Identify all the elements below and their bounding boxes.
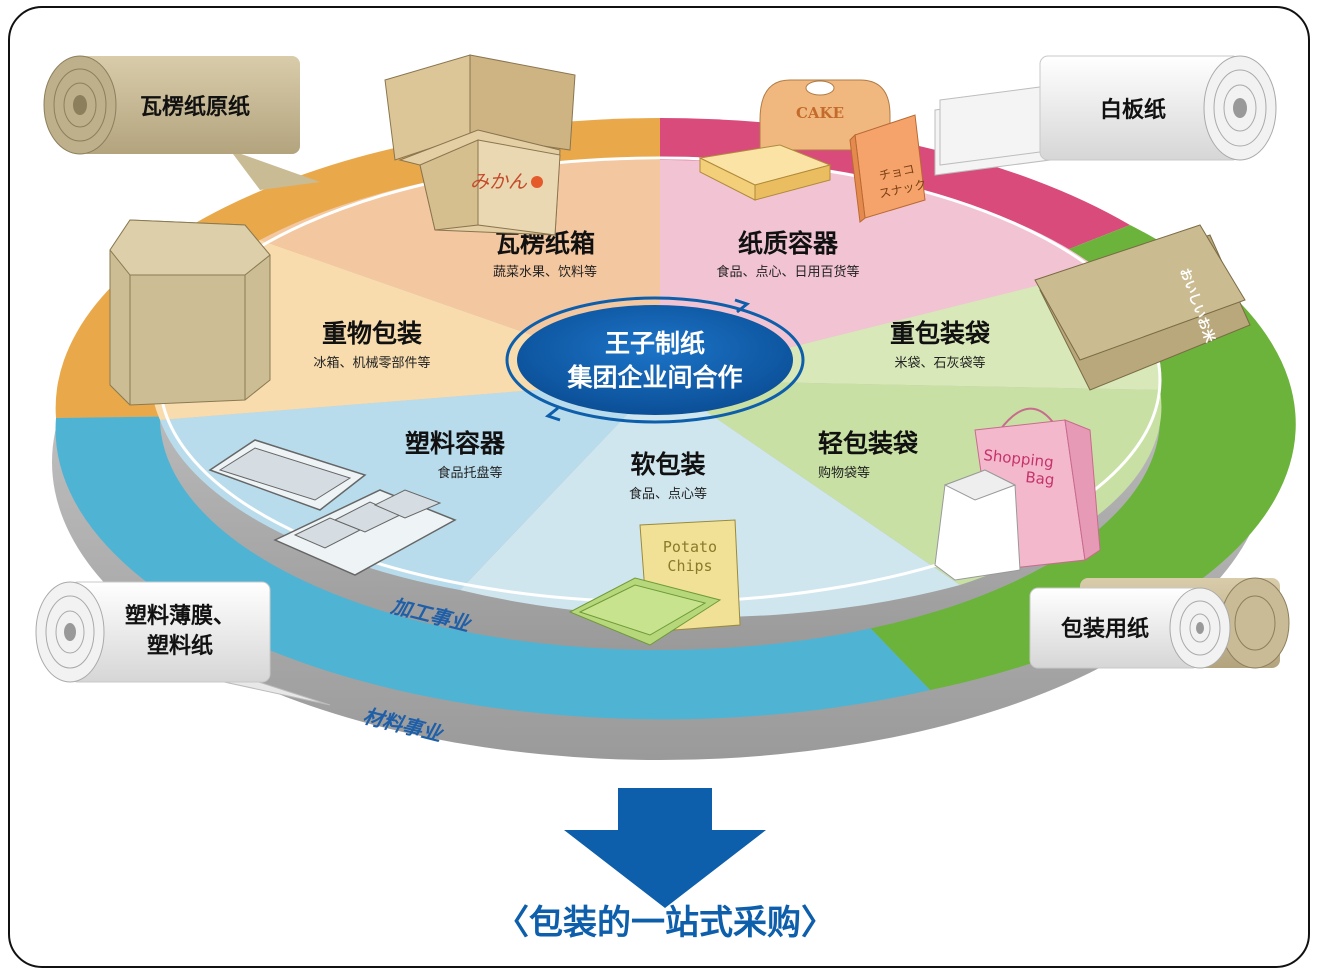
segment-subtitle: 食品、点心等 [629,486,707,502]
segment-title: 重物包装 [322,319,422,348]
center-badge: 王子制纸 集团企业间合作 [505,296,805,424]
material-label: 塑料纸 [147,633,213,659]
material-label: 瓦楞纸原纸 [140,94,250,120]
center-line1: 王子制纸 [605,329,705,358]
segment-flexible [460,380,960,618]
chips-text: Chips [667,557,712,575]
cake-box-illustration: CAKE チョコ スナック [698,79,928,223]
segment-title: 纸质容器 [738,229,839,258]
shopping-bag-text: Bag [1025,468,1056,489]
roll-wrapping-paper: 包装用纸 [1029,577,1290,669]
roll-plastic-film: 塑料薄膜、 塑料纸 [35,581,331,706]
segment-subtitle: 购物袋等 [818,465,870,481]
segment-title: 重包装袋 [890,319,991,348]
arrow-icon [734,298,751,314]
material-label: 塑料薄膜、 [125,604,235,629]
material-label: 包装用纸 [1061,616,1149,642]
segment-title: 软包装 [630,450,705,479]
material-label: 白板纸 [1100,97,1166,123]
center-line2: 集团企业间合作 [566,363,742,392]
segment-subtitle: 食品托盘等 [437,465,502,481]
segment-title: 塑料容器 [405,429,506,458]
roll-white-board: 白板纸 [934,55,1277,176]
segment-subtitle: 冰箱、机械零部件等 [313,355,430,371]
shopping-bag-illustration: Shopping Bag [934,407,1101,581]
rice-bag-illustration: おいしいお米 [1034,224,1251,391]
heavy-package-illustration [109,219,271,406]
segment-subtitle: 蔬菜水果、饮料等 [493,264,597,280]
cake-text: CAKE [796,104,844,122]
orange-icon [531,176,543,188]
roll-corrugated-base: 瓦楞纸原纸 [43,55,320,190]
segment-paper-container [660,159,1100,380]
box-text: みかん [470,171,528,193]
arrow-icon [544,406,561,422]
segment-subtitle: 食品、点心、日用百货等 [716,264,859,280]
plastic-tray-illustration [208,439,457,576]
corrugated-box-illustration: みかん [384,54,576,236]
bottom-title: 〈包装的一站式采购〉 [495,903,835,943]
chips-text: Potato [663,538,717,556]
segment-plastic-container [160,380,660,590]
segment-title: 轻包装袋 [818,429,919,458]
chips-bag-illustration: Potato Chips [568,519,741,646]
segment-subtitle: 米袋、石灰袋等 [894,355,985,371]
down-arrow-icon [564,788,766,908]
